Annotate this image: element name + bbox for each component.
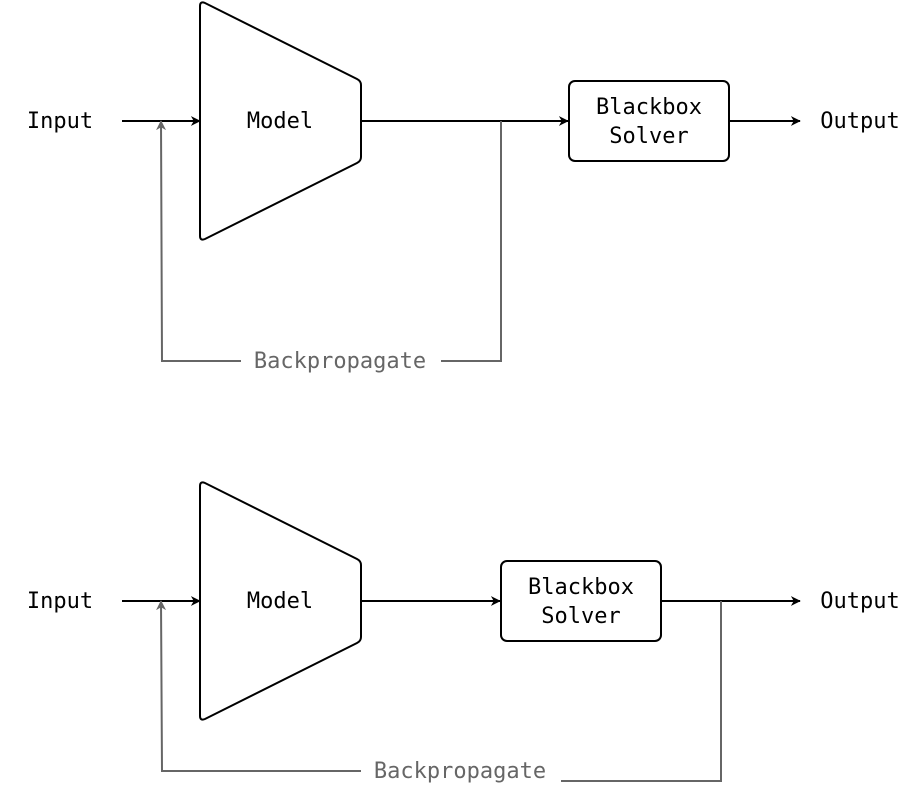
diagram-2-solver-box [500,560,662,642]
diagram-2-feedback-arrow-left [156,600,361,772]
diagram-2-feedback-line-right [561,601,722,782]
diagram-2-input-label: Input [27,589,93,614]
diagram-2-solver-label-line1: Blackbox [528,575,634,600]
diagram-1-feedback-label: Backpropagate [254,349,426,374]
diagram-1-input-label: Input [27,109,93,134]
diagram-1-solver-box [568,80,730,162]
diagram-2: Input Model Blackbox Solver Output Backp… [27,481,900,784]
diagram-2-model-shape [199,481,362,721]
diagram-1-model-label: Model [247,109,313,134]
diagram-2-solver-label-line2: Solver [541,604,620,629]
diagram-1-feedback-line-right [441,121,502,362]
diagram-2-output-label: Output [820,589,899,614]
diagram-2-model-label: Model [247,589,313,614]
diagram-1-solver-label-line1: Blackbox [596,95,702,120]
diagram-1-feedback-arrow-left [156,120,241,362]
diagram-1: Input Model Blackbox Solver Output Backp… [27,1,900,374]
diagram-1-solver-label-line2: Solver [609,124,688,149]
diagram-2-feedback-label: Backpropagate [374,759,546,784]
diagram-1-model-shape [199,1,362,241]
diagram-1-output-label: Output [820,109,899,134]
